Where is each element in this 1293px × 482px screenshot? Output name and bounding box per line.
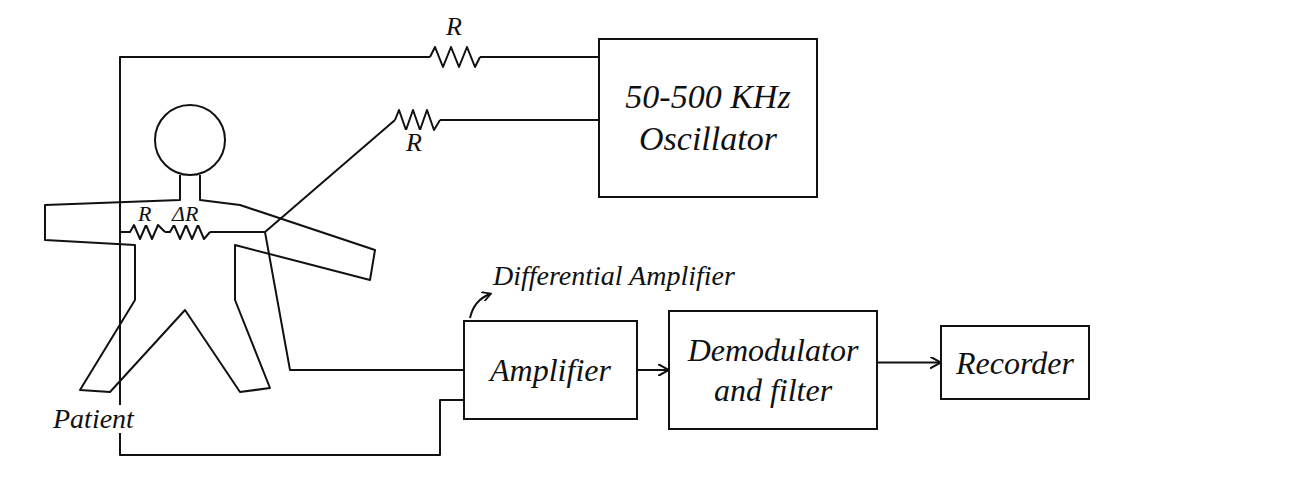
resistor-symbol bbox=[165, 225, 210, 239]
box-text: Demodulator and filter bbox=[684, 330, 862, 410]
patient-body bbox=[45, 175, 375, 392]
resistor-label: R bbox=[445, 14, 463, 40]
resistor-symbol bbox=[395, 110, 440, 130]
patient-label: Patient bbox=[52, 405, 135, 433]
patient-head bbox=[155, 105, 225, 175]
leader-line bbox=[470, 294, 490, 318]
demodulator-box: Demodulator and filter bbox=[668, 310, 878, 430]
resistor-symbol bbox=[430, 47, 480, 67]
signal-arrow bbox=[878, 362, 940, 364]
amplifier-box: Amplifier bbox=[463, 320, 638, 420]
resistor-label: R bbox=[405, 130, 423, 156]
annotation-note: Differential Amplifier bbox=[492, 262, 736, 290]
resistor-label: R bbox=[137, 203, 152, 225]
box-text: 50-500 KHz Oscillator bbox=[614, 76, 802, 161]
resistor-label: ΔR bbox=[171, 203, 199, 225]
oscillator-box: 50-500 KHz Oscillator bbox=[598, 38, 818, 198]
resistor-symbol bbox=[120, 225, 165, 239]
recorder-box: Recorder bbox=[940, 325, 1090, 400]
box-text: Recorder bbox=[956, 343, 1074, 383]
box-text: Amplifier bbox=[490, 350, 611, 390]
signal-arrow bbox=[638, 369, 668, 371]
